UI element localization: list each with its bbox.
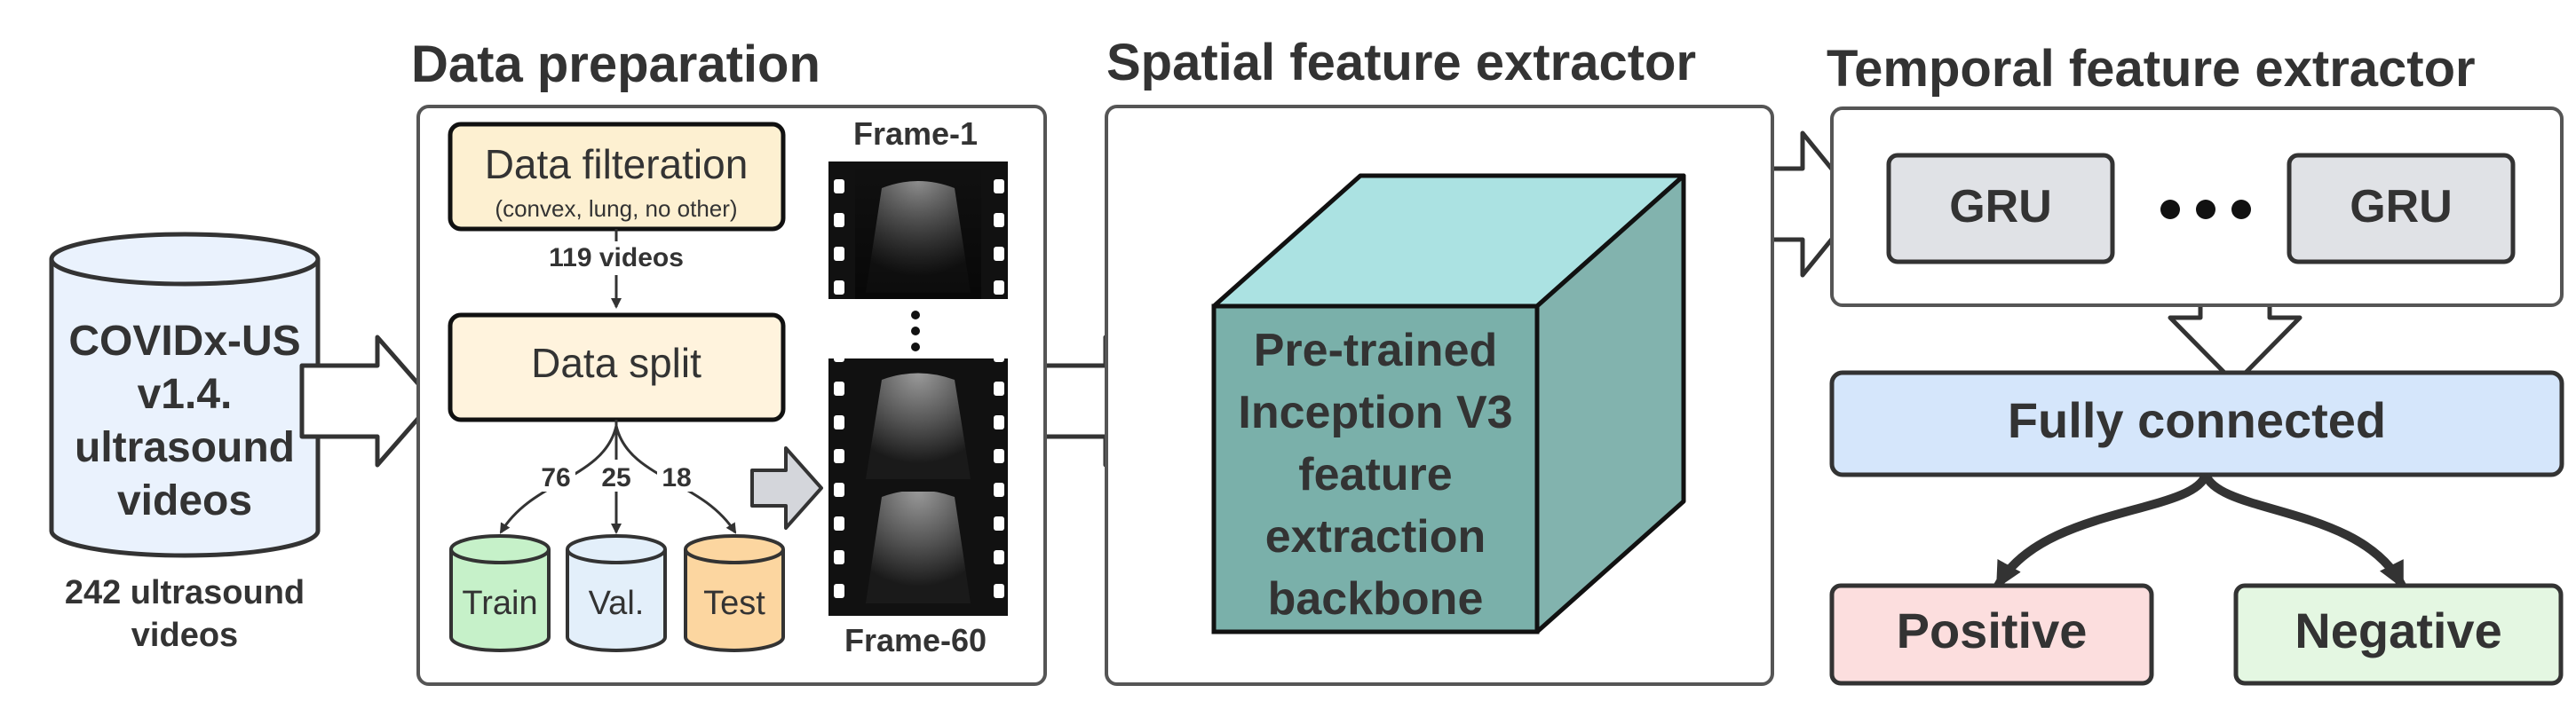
dataset-label-line: ultrasound xyxy=(75,424,295,471)
backbone-label-line: Inception V3 xyxy=(1238,387,1512,438)
backbone-label-line: extraction xyxy=(1265,511,1486,563)
gru-cell-left xyxy=(1886,153,2115,264)
label-backdrop xyxy=(597,460,636,492)
negative-box xyxy=(2233,583,2564,686)
film-strip-top xyxy=(828,161,1008,299)
output-arrow-positive xyxy=(1993,472,2210,589)
spatial-title: Spatial feature extractor xyxy=(1106,34,1696,91)
ellipsis-dots-icon xyxy=(2160,200,2251,219)
data-filtration-subtitle: (convex, lung, no other) xyxy=(495,195,737,222)
backbone-label-line: backbone xyxy=(1268,573,1484,625)
label-backdrop xyxy=(536,460,575,492)
filter-count-label: 119 videos xyxy=(549,243,684,272)
frame-first-label: Frame-1 xyxy=(853,115,978,152)
positive-label: Positive xyxy=(1897,603,2088,658)
output-arrow-negative xyxy=(2201,472,2406,589)
ellipsis-dots-icon xyxy=(911,311,920,351)
dataset-cylinder xyxy=(49,232,321,558)
train-cylinder xyxy=(449,534,551,652)
gru-cell-right xyxy=(2287,153,2516,264)
temporal-title: Temporal feature extractor xyxy=(1827,40,2476,98)
data-preparation-title: Data preparation xyxy=(411,35,820,93)
label-backdrop xyxy=(657,460,696,492)
dataset-caption-line: videos xyxy=(131,617,238,654)
val-cylinder xyxy=(566,534,667,652)
data-split-title: Data split xyxy=(531,340,701,386)
split-count-test: 18 xyxy=(662,463,691,492)
dataset-label-line: v1.4. xyxy=(138,371,233,418)
backbone-label-line: Pre-trained xyxy=(1254,325,1498,376)
data-filtration-title: Data filteration xyxy=(485,141,749,187)
negative-label: Negative xyxy=(2295,603,2501,658)
test-cylinder xyxy=(684,534,785,652)
flow-arrow-icon xyxy=(299,335,436,468)
film-strip-bottom xyxy=(828,358,1008,616)
frames-arrow-icon xyxy=(750,446,823,530)
backbone-label-line: feature xyxy=(1298,449,1452,500)
split-count-train: 76 xyxy=(541,463,570,492)
dataset-label-line: videos xyxy=(117,477,252,524)
dataset-label-line: COVIDx-US xyxy=(68,318,300,365)
val-label: Val. xyxy=(589,585,645,622)
fully-connected-box xyxy=(1829,370,2564,477)
gru-left-label: GRU xyxy=(1949,181,2052,232)
frame-last-label: Frame-60 xyxy=(844,622,987,658)
test-label: Test xyxy=(703,585,765,622)
train-label: Train xyxy=(462,585,537,622)
label-backdrop xyxy=(535,241,698,275)
split-count-val: 25 xyxy=(601,463,630,492)
gru-right-label: GRU xyxy=(2350,181,2453,232)
fully-connected-label: Fully connected xyxy=(2008,392,2386,448)
positive-box xyxy=(1829,583,2154,686)
dataset-caption-line: 242 ultrasound xyxy=(65,574,305,611)
backbone-cube xyxy=(1211,173,1686,634)
